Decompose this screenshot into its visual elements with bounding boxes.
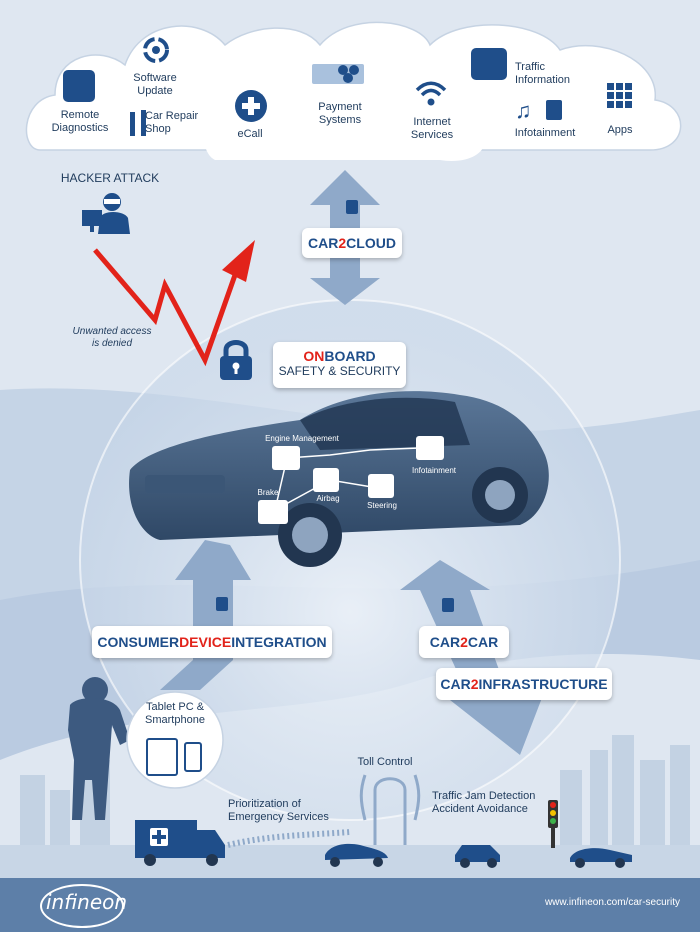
- label-remote-diagnostics: Remote Diagnostics: [51, 109, 109, 134]
- steering-icon: [368, 474, 394, 498]
- airbag-icon: [313, 468, 339, 492]
- consumer-lock-icon: [216, 597, 228, 611]
- label-apps: Apps: [607, 124, 633, 136]
- wifi-icon: [415, 81, 447, 106]
- emergency-truck: [135, 820, 225, 866]
- film-icon: [546, 100, 562, 120]
- speaker-icon: [416, 436, 444, 460]
- payment-cards-icon: [312, 64, 364, 84]
- car-illustration: [129, 391, 549, 567]
- label-car-infotainment: Infotainment: [411, 466, 457, 475]
- brake-icon: [258, 500, 288, 524]
- footer-url[interactable]: www.infineon.com/car-security: [544, 897, 680, 908]
- label-traffic-information: Traffic Information: [515, 61, 571, 86]
- label-traffic-jam: Traffic Jam Detection Accident Avoidance: [432, 790, 536, 815]
- infineon-logo: infineon: [46, 890, 128, 914]
- hacker-icon: [82, 193, 130, 234]
- label-software-update: Software Update: [133, 72, 177, 97]
- car2cloud-badge: CAR2CLOUD: [302, 228, 402, 258]
- hacker-attack-title: HACKER ATTACK: [60, 171, 160, 185]
- traffic-info-icon: [471, 48, 507, 80]
- car2car-badge: CAR2CAR: [419, 626, 509, 658]
- person-silhouette: [68, 677, 130, 820]
- label-tablet-smartphone: Tablet PC & Smartphone: [145, 701, 205, 726]
- wrench-icon: [130, 110, 146, 136]
- remote-diagnostics-icon: [63, 70, 95, 102]
- label-steering: Steering: [367, 501, 397, 510]
- engine-icon: [272, 446, 300, 470]
- label-car-repair-shop: Car Repair Shop: [145, 110, 199, 135]
- label-engine-management: Engine Management: [265, 434, 339, 443]
- label-payment-systems: Payment Systems: [318, 101, 362, 126]
- car2infrastructure-badge: CAR2INFRASTRUCTURE: [436, 668, 612, 700]
- ecall-icon: [235, 90, 267, 122]
- consumer-device-integration-badge: CONSUMERDEVICEINTEGRATION: [92, 626, 332, 658]
- label-toll-control: Toll Control: [357, 756, 413, 768]
- smartphone-icon: [184, 742, 202, 772]
- label-airbag: Airbag: [316, 494, 340, 503]
- software-update-icon: [143, 37, 169, 63]
- onboard-badge: ONBOARD SAFETY & SECURITY: [273, 342, 406, 388]
- music-note-icon: ♫: [515, 98, 532, 123]
- tablet-icon: [146, 738, 178, 776]
- padlock-icon: [220, 340, 252, 380]
- infineon-logo-swoosh: [40, 884, 124, 928]
- label-emergency-services: Prioritization of Emergency Services: [228, 798, 329, 823]
- car2cloud-lock-icon: [346, 200, 358, 214]
- label-ecall: eCall: [237, 128, 263, 140]
- access-denied-text: Unwanted access is denied: [72, 326, 152, 349]
- label-internet-services: Internet Services: [410, 116, 454, 141]
- label-infotainment: Infotainment: [514, 127, 576, 139]
- car2car-lock-icon: [442, 598, 454, 612]
- label-brake: Brake: [257, 488, 279, 497]
- apps-grid-icon: [607, 83, 632, 108]
